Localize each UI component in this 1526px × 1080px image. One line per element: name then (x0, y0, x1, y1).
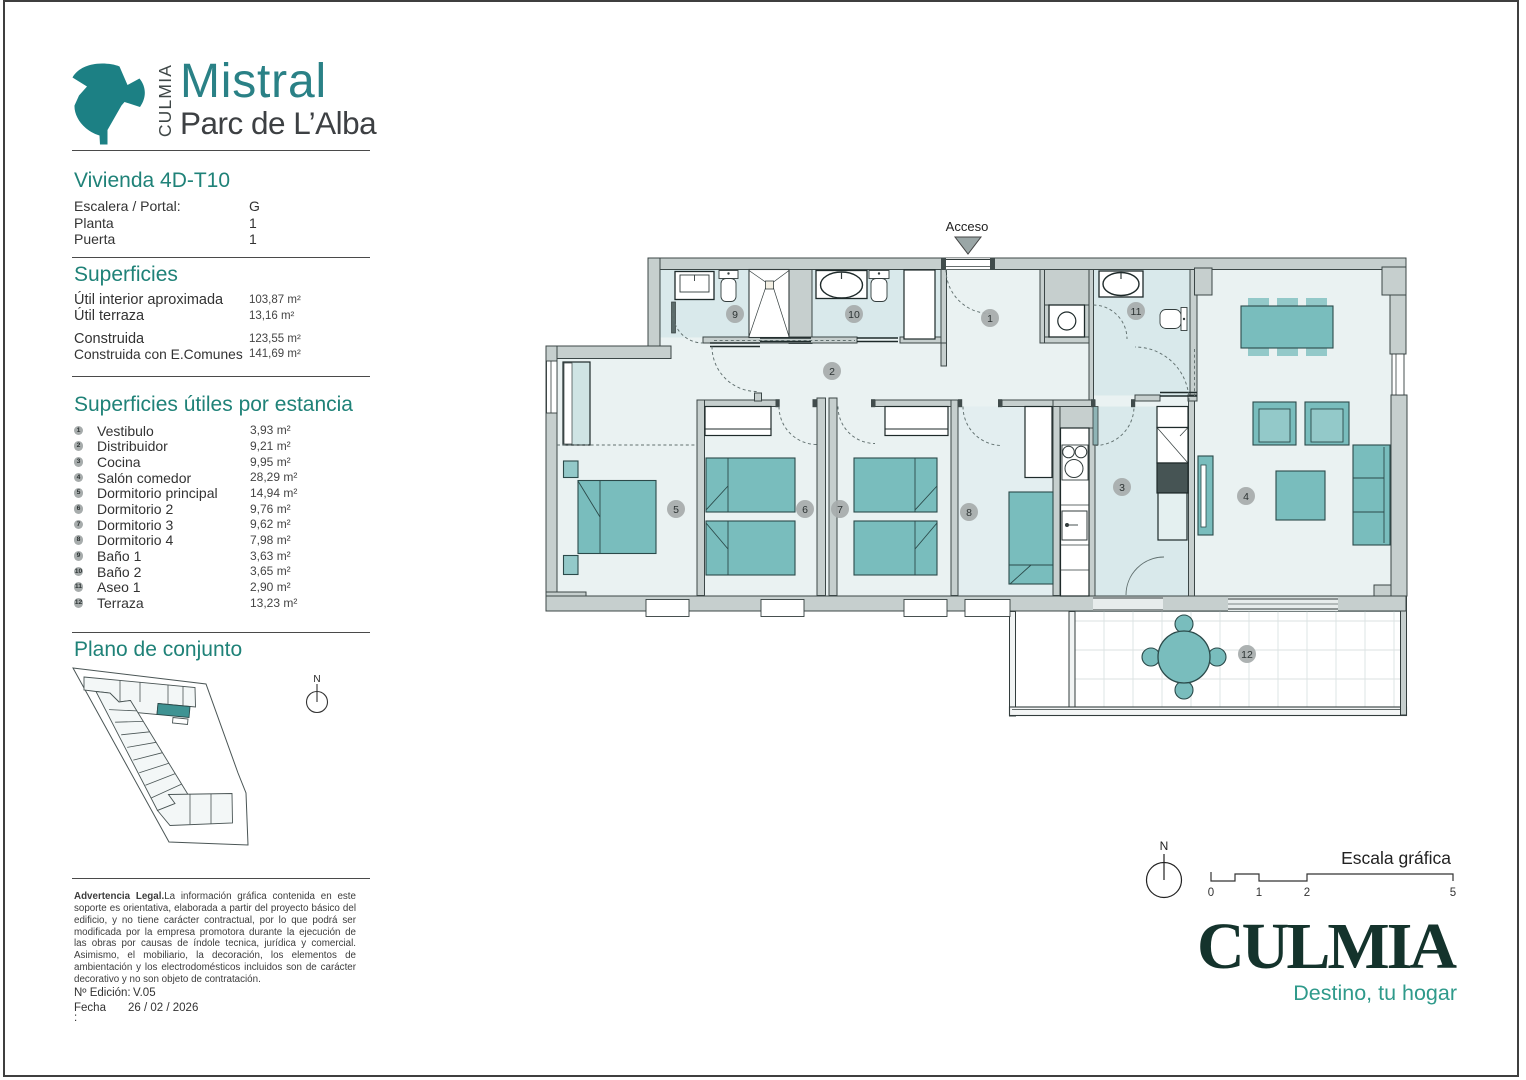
svg-text:Acceso: Acceso (946, 219, 989, 234)
svg-text:2: 2 (829, 366, 835, 378)
svg-text:4: 4 (1243, 491, 1249, 503)
svg-text:9: 9 (732, 309, 738, 321)
svg-text:8: 8 (966, 507, 972, 519)
svg-text:6: 6 (802, 504, 808, 516)
svg-text:12: 12 (1241, 649, 1253, 661)
svg-text:1: 1 (1256, 887, 1262, 899)
svg-text:1: 1 (987, 313, 993, 325)
svg-text:5: 5 (1450, 887, 1456, 899)
svg-text:2: 2 (1304, 887, 1310, 899)
svg-text:N: N (1160, 839, 1169, 853)
svg-text:3: 3 (1119, 482, 1125, 494)
svg-text:10: 10 (848, 309, 860, 321)
svg-text:7: 7 (837, 504, 843, 516)
svg-text:0: 0 (1208, 887, 1214, 899)
svg-text:N: N (313, 674, 320, 685)
svg-text:11: 11 (1131, 306, 1142, 318)
svg-text:5: 5 (673, 504, 679, 516)
